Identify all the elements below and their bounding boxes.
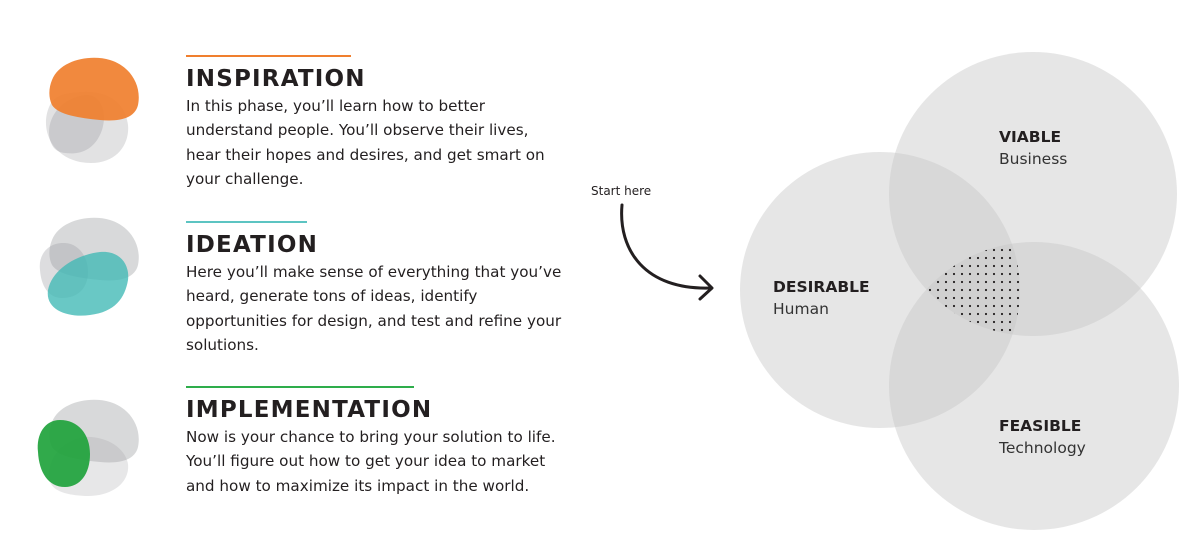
phase-inspiration: INSPIRATION In this phase, you’ll learn … [0,0,600,188]
viable-subtitle: Business [999,150,1068,168]
desirable-label: DESIRABLE Human [773,276,870,320]
ideation-title: IDEATION [186,232,319,258]
feasible-subtitle: Technology [999,439,1086,457]
inspiration-blob-icon [45,57,139,163]
implementation-rule [186,386,414,388]
implementation-title: IMPLEMENTATION [186,397,433,423]
start-here-label: Start here [591,184,652,198]
viable-label: VIABLE Business [999,126,1067,170]
inspiration-rule [186,55,351,57]
curved-arrow-icon [620,203,714,301]
implementation-blob-icon [37,399,139,497]
desirable-title: DESIRABLE [773,278,870,296]
ideation-blob-icon [39,217,139,316]
viable-title: VIABLE [999,128,1062,146]
sweet-spot-overlap [889,242,1020,336]
desirable-circle [740,152,1020,428]
ideation-rule [186,221,307,223]
feasible-title: FEASIBLE [999,417,1082,435]
ideation-description: Here you’ll make sense of everything tha… [186,263,562,354]
inspiration-description: In this phase, you’ll learn how to bette… [186,97,545,188]
feasible-label: FEASIBLE Technology [999,415,1086,459]
desirable-subtitle: Human [773,300,829,318]
inspiration-title: INSPIRATION [186,66,366,92]
phase-ideation: IDEATION Here you’ll make sense of every… [0,0,600,354]
phase-implementation: IMPLEMENTATION Now is your chance to bri… [0,0,600,497]
implementation-description: Now is your chance to bring your solutio… [186,428,556,495]
